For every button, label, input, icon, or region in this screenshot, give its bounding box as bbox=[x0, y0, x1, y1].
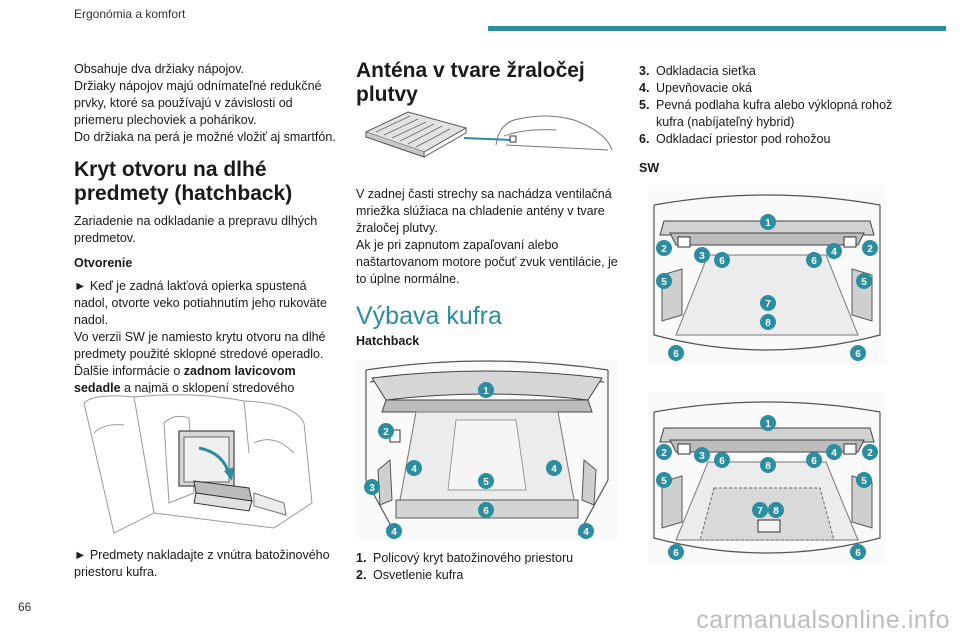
hatchback-legend: 1. Policový kryt batožinového priestoru 2… bbox=[356, 550, 618, 584]
sw2-callout-4: 4 bbox=[831, 448, 837, 459]
sw-trunk-illustration-1: 1 2 3 6 6 4 2 5 5 7 8 6 6 bbox=[648, 185, 886, 365]
sw2-callout-2b: 2 bbox=[867, 448, 873, 459]
intro-line-3: Do držiaka na perá je možné vložiť aj sm… bbox=[74, 130, 336, 144]
column-2: Anténa v tvare žraločej plutvy bbox=[356, 59, 618, 107]
legend-item: 2. Osvetlenie kufra bbox=[356, 567, 618, 584]
sw2-callout-5b: 5 bbox=[861, 476, 867, 487]
legend-number: 2. bbox=[356, 568, 367, 582]
legend-item: 5. Pevná podlaha kufra alebo výklopná roh… bbox=[639, 97, 909, 131]
sw-more-info-bold: zadnom lavicovom sedadle bbox=[74, 364, 296, 395]
hatch-callout-3: 3 bbox=[369, 483, 375, 494]
sw1-callout-1: 1 bbox=[765, 218, 771, 229]
sw1-callout-6d: 6 bbox=[855, 349, 861, 360]
hatch-callout-1: 1 bbox=[483, 386, 489, 397]
antenna-paragraph-1: V zadnej časti strechy sa nachádza venti… bbox=[356, 187, 612, 235]
sw2-callout-8a: 8 bbox=[765, 461, 771, 472]
sw2-callout-1: 1 bbox=[765, 419, 771, 430]
legend-text: Upevňovacie oká bbox=[656, 81, 752, 95]
hatch-callout-5: 5 bbox=[483, 477, 489, 488]
sw2-callout-5a: 5 bbox=[661, 476, 667, 487]
legend-item: 1. Policový kryt batožinového priestoru bbox=[356, 550, 618, 567]
antenna-paragraph-2: Ak je pri zapnutom zapaľovaní alebo našt… bbox=[356, 238, 618, 286]
heading-trunk-equipment: Výbava kufra bbox=[356, 302, 502, 330]
sw-note: Vo verzii SW je namiesto krytu otvoru na… bbox=[74, 330, 326, 361]
hatch-callout-4b: 4 bbox=[551, 464, 557, 475]
shark-fin-antenna-illustration bbox=[364, 111, 613, 158]
legend-list-1: 1. Policový kryt batožinového priestoru 2… bbox=[356, 550, 618, 584]
hatch-callout-4a: 4 bbox=[411, 464, 417, 475]
column-3: 3. Odkladacia sieťka 4. Upevňovacie oká 5.… bbox=[639, 63, 909, 177]
legend-number: 4. bbox=[639, 81, 650, 95]
legend-list-2: 3. Odkladacia sieťka 4. Upevňovacie oká 5.… bbox=[639, 63, 909, 148]
legend-item: 6. Odkladací priestor pod rohožou bbox=[639, 131, 909, 148]
legend-text: Pevná podlaha kufra alebo výklopná rohož… bbox=[656, 98, 893, 129]
sw2-callout-6c: 6 bbox=[673, 548, 679, 559]
legend-number: 6. bbox=[639, 132, 650, 146]
legend-number: 5. bbox=[639, 98, 650, 112]
heading-long-items-cover: Kryt otvoru na dlhé predmety (hatchback) bbox=[74, 158, 293, 205]
watermark: carmanualsonline.info bbox=[696, 606, 950, 634]
opening-step: ► Keď je zadná lakťová opierka spustená … bbox=[74, 279, 327, 327]
sw1-callout-6c: 6 bbox=[673, 349, 679, 360]
legend-text: Policový kryt batožinového priestoru bbox=[373, 551, 574, 565]
legend-item: 4. Upevňovacie oká bbox=[639, 80, 909, 97]
antenna-text: V zadnej časti strechy sa nachádza venti… bbox=[356, 186, 618, 350]
hatch-callout-4d: 4 bbox=[583, 527, 589, 538]
sw1-callout-6a: 6 bbox=[719, 256, 725, 267]
hatch-callout-2: 2 bbox=[383, 427, 389, 438]
sw2-callout-7: 7 bbox=[757, 506, 763, 517]
sw1-callout-5b: 5 bbox=[861, 277, 867, 288]
legend-text: Odkladací priestor pod rohožou bbox=[656, 132, 831, 146]
legend-item: 3. Odkladacia sieťka bbox=[639, 63, 909, 80]
header-section-title: Ergonómia a komfort bbox=[74, 7, 186, 21]
sw1-callout-8: 8 bbox=[765, 318, 771, 329]
long-items-description: Zariadenie na odkladanie a prepravu dlhý… bbox=[74, 214, 318, 245]
subheading-hatchback: Hatchback bbox=[356, 334, 420, 348]
sw2-callout-8b: 8 bbox=[773, 506, 779, 517]
sw2-callout-6d: 6 bbox=[855, 548, 861, 559]
sw2-callout-6a: 6 bbox=[719, 456, 725, 467]
sw-trunk-illustration-2: 1 2 3 6 8 6 4 2 5 5 7 8 6 6 bbox=[648, 392, 886, 564]
intro-line-2: Držiaky nápojov majú odnímateľné redukčn… bbox=[74, 79, 322, 127]
sw1-callout-3: 3 bbox=[699, 251, 705, 262]
sw1-callout-2b: 2 bbox=[867, 244, 873, 255]
hatchback-trunk-illustration: 1 2 3 4 4 5 6 4 4 bbox=[356, 360, 618, 540]
sw1-callout-6b: 6 bbox=[811, 256, 817, 267]
sw1-callout-2a: 2 bbox=[661, 244, 667, 255]
sw-more-info-a: Ďalšie informácie o bbox=[74, 364, 184, 378]
sw1-callout-5a: 5 bbox=[661, 277, 667, 288]
page-number: 66 bbox=[18, 600, 32, 614]
column-1: Obsahuje dva držiaky nápojov. Držiaky ná… bbox=[74, 61, 342, 414]
subheading-opening: Otvorenie bbox=[74, 256, 133, 270]
sw2-callout-2a: 2 bbox=[661, 448, 667, 459]
sw2-callout-6b: 6 bbox=[811, 456, 817, 467]
legend-number: 1. bbox=[356, 551, 367, 565]
header-accent-bar bbox=[488, 26, 946, 31]
loading-step: ► Predmety nakladajte z vnútra batožinov… bbox=[74, 548, 330, 579]
hatch-callout-4c: 4 bbox=[391, 527, 397, 538]
sw1-callout-4: 4 bbox=[831, 247, 837, 258]
intro-line-1: Obsahuje dva držiaky nápojov. bbox=[74, 62, 245, 76]
heading-shark-fin-antenna: Anténa v tvare žraločej plutvy bbox=[356, 59, 585, 106]
subheading-sw: SW bbox=[639, 161, 660, 175]
hatch-callout-6: 6 bbox=[483, 506, 489, 517]
legend-number: 3. bbox=[639, 64, 650, 78]
sw2-callout-3: 3 bbox=[699, 451, 705, 462]
armrest-illustration bbox=[74, 393, 324, 536]
sw1-callout-7: 7 bbox=[765, 299, 771, 310]
legend-text: Osvetlenie kufra bbox=[373, 568, 464, 582]
legend-text: Odkladacia sieťka bbox=[656, 64, 756, 78]
